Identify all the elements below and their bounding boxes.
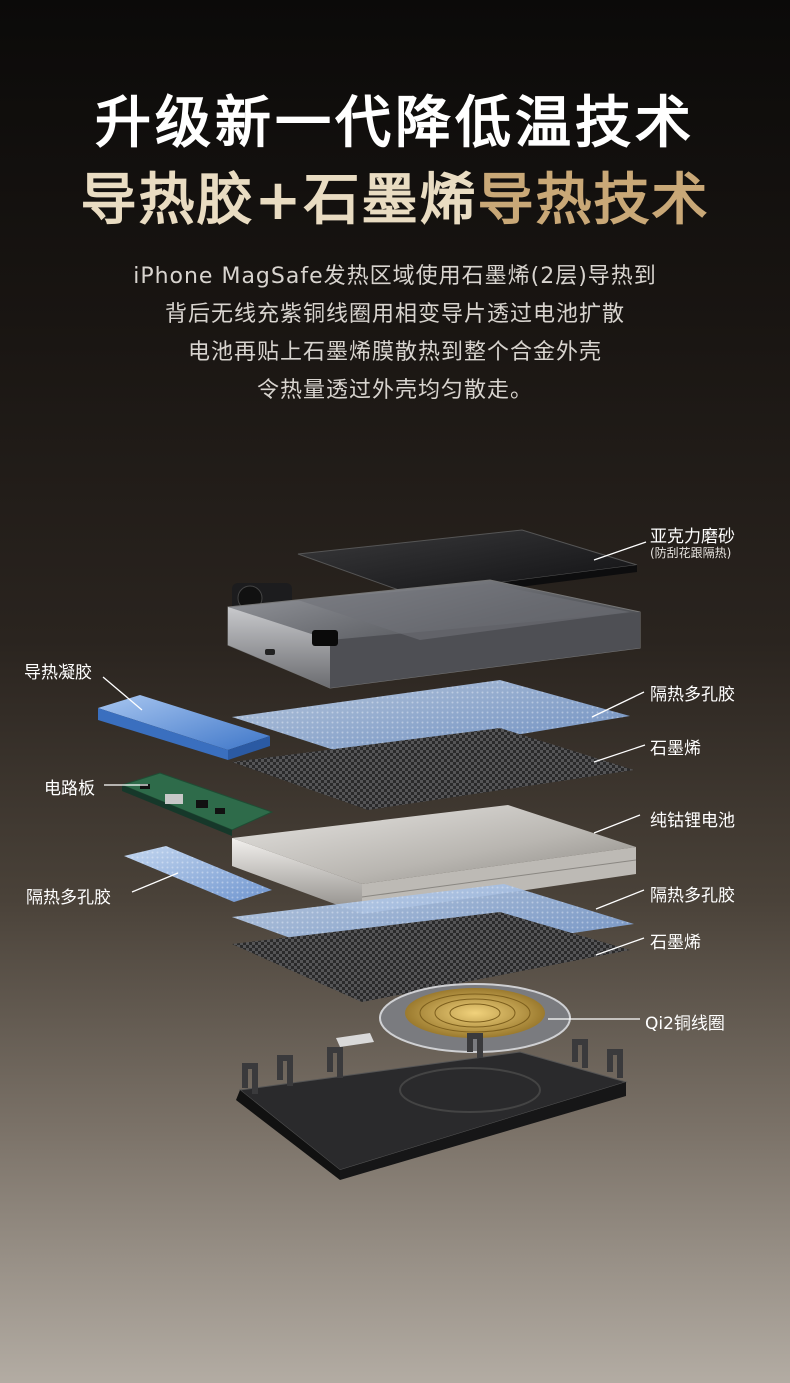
label-insulation-2: 隔热多孔胶 — [650, 886, 735, 906]
graphene-layer-2 — [232, 912, 630, 1002]
label-insulation-1: 隔热多孔胶 — [650, 685, 735, 705]
label-graphene-1: 石墨烯 — [650, 739, 701, 759]
label-thermal-gel: 导热凝胶 — [24, 663, 92, 683]
headline-line2-part2: 导热技术 — [477, 168, 710, 233]
description-line-4: 令热量透过外壳均匀散走。 — [256, 378, 533, 403]
label-acrylic: 亚克力磨砂 — [650, 527, 735, 547]
metal-housing — [227, 579, 641, 689]
bottom-shell — [236, 1033, 628, 1180]
graphene-layer-1 — [232, 728, 634, 810]
headline-line2-part1: 导热胶+石墨烯 — [80, 168, 478, 233]
leader-lines — [102, 541, 647, 1020]
label-battery: 纯钴锂电池 — [650, 811, 735, 831]
circuit-board — [120, 772, 274, 836]
insulation-pad-1 — [232, 680, 630, 760]
thermal-gel-block — [98, 695, 270, 760]
description-line-1: iPhone MagSafe发热区域使用石墨烯(2层)导热到 — [133, 264, 657, 289]
headline-line1: 升级新一代降低温技术 — [95, 91, 695, 156]
headline-line2: 导热胶+石墨烯导热技术 — [0, 166, 790, 236]
label-coil: Qi2铜线圈 — [645, 1014, 725, 1034]
insulation-pad-left — [124, 846, 272, 902]
label-circuit-board: 电路板 — [44, 779, 95, 799]
qi2-coil — [336, 983, 571, 1053]
description-line-2: 背后无线充紫铜线圈用相变导片透过电池扩散 — [164, 302, 625, 327]
label-graphene-2: 石墨烯 — [650, 933, 701, 953]
label-acrylic-note: (防刮花跟隔热) — [650, 546, 732, 560]
description-line-3: 电池再贴上石墨烯膜散热到整个合金外壳 — [187, 340, 602, 365]
label-insulation-left: 隔热多孔胶 — [26, 888, 111, 908]
